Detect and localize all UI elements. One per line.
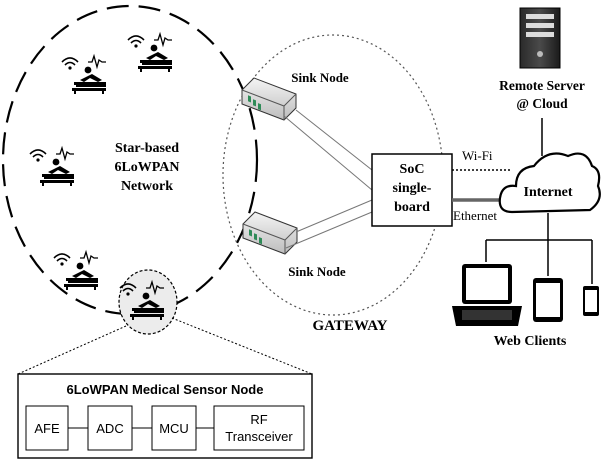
sink-node-bottom-label: Sink Node — [288, 264, 346, 279]
rf-label-line1: RF — [250, 412, 267, 427]
server-label-line2: @ Cloud — [516, 96, 568, 111]
web-clients-label: Web Clients — [494, 334, 567, 349]
sink-node-top-label: Sink Node — [291, 70, 349, 85]
rf-transceiver-block — [213, 405, 305, 451]
phone-icon — [583, 286, 599, 316]
link-line — [285, 211, 373, 249]
wifi-label: Wi-Fi — [462, 148, 493, 163]
link-line — [295, 199, 373, 233]
soc-label-line1: SoC — [400, 162, 425, 177]
tablet-icon — [533, 278, 563, 322]
rf-label-line2: Transceiver — [225, 429, 293, 444]
zoom-line-right — [171, 317, 313, 375]
sink-node-icon — [242, 211, 298, 255]
patient-node-icon — [53, 251, 99, 291]
ethernet-label: Ethernet — [453, 208, 497, 223]
internet-cloud — [498, 152, 601, 214]
soc-label-line2: single- — [393, 181, 432, 196]
remote-server-icon — [519, 7, 561, 69]
soc-board-box — [371, 153, 453, 227]
star-network-boundary — [1, 4, 259, 316]
network-label-line1: Star-based — [115, 141, 179, 156]
patient-node-icon — [127, 33, 173, 73]
patient-node-icon — [29, 147, 75, 187]
server-label-line1: Remote Server — [499, 78, 585, 93]
network-label-line3: Network — [121, 179, 173, 194]
client-links — [485, 213, 593, 284]
link-line — [295, 109, 373, 171]
link-line — [283, 115, 373, 191]
zoom-line-left — [17, 325, 127, 375]
network-label-line2: 6LoWPAN — [114, 160, 179, 175]
adc-label: ADC — [96, 421, 123, 436]
soc-label-line3: board — [394, 200, 430, 215]
mcu-block — [151, 405, 197, 451]
mcu-label: MCU — [159, 421, 189, 436]
laptop-icon — [452, 264, 522, 326]
gateway-label: GATEWAY — [312, 318, 387, 334]
afe-label: AFE — [34, 421, 60, 436]
sensor-node-title: 6LoWPAN Medical Sensor Node — [67, 382, 264, 397]
patient-node-icon — [61, 55, 107, 95]
internet-label: Internet — [524, 185, 573, 200]
